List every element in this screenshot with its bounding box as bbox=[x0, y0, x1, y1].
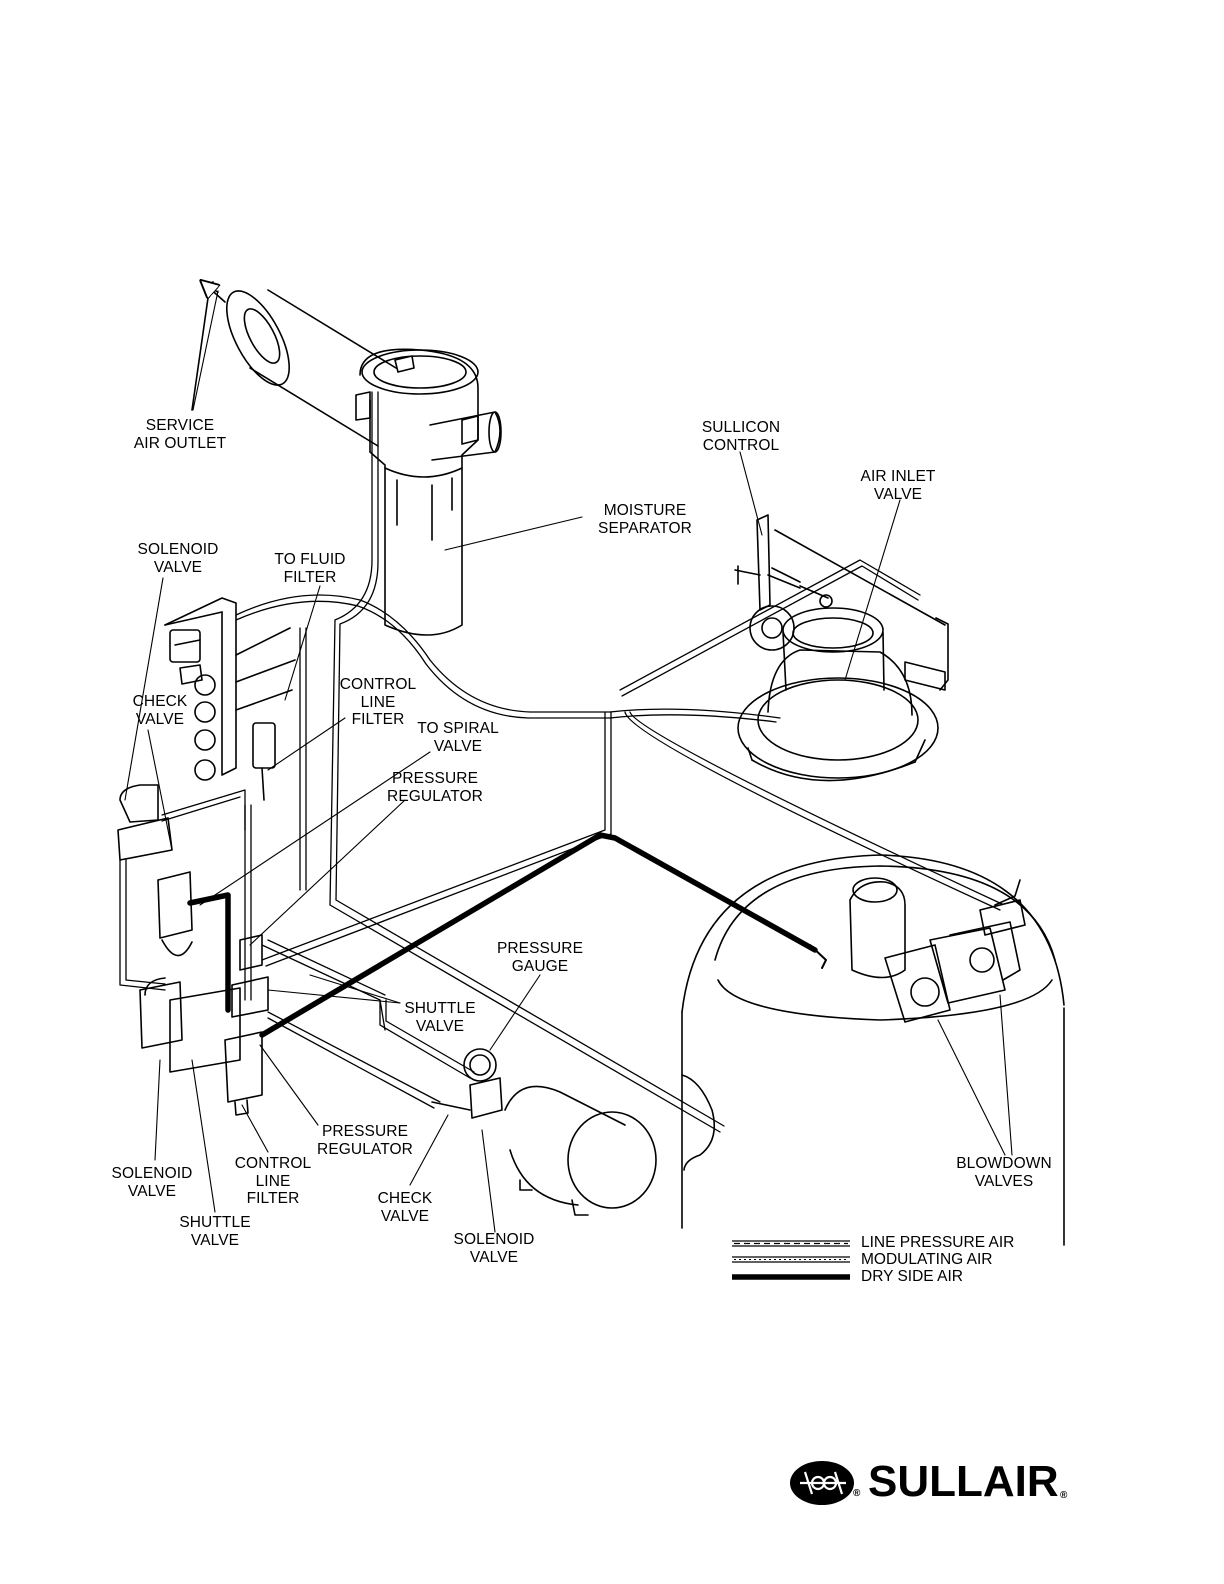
dry-side-piping bbox=[187, 832, 818, 1038]
sullair-logo-mark bbox=[790, 1461, 854, 1505]
logo-registered-mark-2: ® bbox=[1060, 1490, 1068, 1501]
label-solenoid-valve-left: SOLENOID VALVE bbox=[111, 1165, 193, 1200]
leader-lines bbox=[124, 290, 1013, 1233]
legend-modulating-air: MODULATING AIR bbox=[861, 1251, 993, 1268]
label-to-fluid-filter: TO FLUID FILTER bbox=[274, 551, 346, 586]
label-solenoid-valve-bottom: SOLENOID VALVE bbox=[453, 1231, 535, 1266]
sullicon-control bbox=[734, 514, 949, 691]
label-service-air-outlet: SERVICE AIR OUTLET bbox=[133, 417, 227, 452]
control-assembly-bottom bbox=[117, 784, 269, 1116]
logo-registered-mark-1: ® bbox=[853, 1488, 861, 1499]
legend-swatch-modulating bbox=[732, 1256, 850, 1263]
label-check-valve-bottom: CHECK VALVE bbox=[377, 1190, 433, 1225]
control-manifold-top bbox=[164, 597, 296, 801]
line-pressure-piping bbox=[119, 391, 1003, 1133]
label-pressure-regulator-bottom: PRESSURE REGULATOR bbox=[317, 1123, 413, 1158]
small-receiver bbox=[431, 1048, 657, 1216]
legend-swatches bbox=[732, 1240, 850, 1280]
blowdown-valves bbox=[849, 877, 1026, 1023]
sullair-wordmark: SULLAIR bbox=[868, 1457, 1059, 1506]
label-check-valve-top: CHECK VALVE bbox=[132, 693, 188, 728]
air-inlet-valve bbox=[737, 605, 939, 782]
label-shuttle-valve-bottom: SHUTTLE VALVE bbox=[179, 1214, 251, 1249]
label-sullicon-control: SULLICON CONTROL bbox=[701, 419, 781, 454]
service-air-outlet-pipe bbox=[191, 281, 397, 447]
legend-line-pressure-air: LINE PRESSURE AIR bbox=[861, 1234, 1015, 1251]
label-solenoid-valve-top: SOLENOID VALVE bbox=[137, 541, 219, 576]
label-control-line-filter-top: CONTROL LINE FILTER bbox=[339, 676, 417, 728]
label-to-spiral-valve: TO SPIRAL VALVE bbox=[417, 720, 499, 755]
legend-dry-side-air: DRY SIDE AIR bbox=[861, 1268, 963, 1285]
label-pressure-regulator-top: PRESSURE REGULATOR bbox=[387, 770, 483, 805]
label-air-inlet-valve: AIR INLET VALVE bbox=[860, 468, 936, 503]
label-shuttle-valve-mid: SHUTTLE VALVE bbox=[404, 1000, 476, 1035]
label-blowdown-valves: BLOWDOWN VALVES bbox=[956, 1155, 1052, 1190]
moisture-separator bbox=[355, 348, 502, 636]
label-moisture-separator: MOISTURE SEPARATOR bbox=[598, 502, 692, 537]
legend-swatch-line-pressure bbox=[732, 1240, 850, 1247]
label-control-line-filter-bottom: CONTROL LINE FILTER bbox=[234, 1155, 312, 1207]
label-pressure-gauge: PRESSURE GAUGE bbox=[496, 940, 584, 975]
